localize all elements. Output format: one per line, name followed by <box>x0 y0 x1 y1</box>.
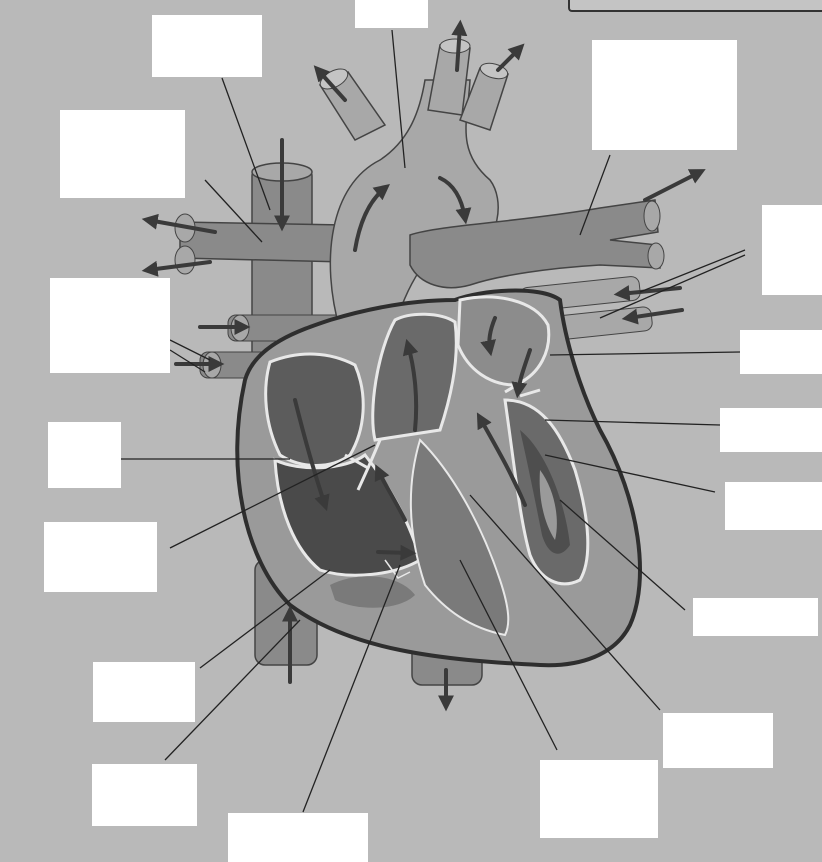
label-box[interactable] <box>48 422 121 488</box>
label-box[interactable] <box>92 764 197 826</box>
lpa-opening-upper <box>644 201 660 231</box>
label-box[interactable] <box>725 482 822 530</box>
label-box[interactable] <box>152 15 262 77</box>
label-box[interactable] <box>592 40 737 150</box>
label-box[interactable] <box>762 205 822 295</box>
label-box[interactable] <box>50 278 170 373</box>
rpa-opening-lower <box>175 246 195 274</box>
right-pulmonary-artery <box>180 222 345 262</box>
label-box[interactable] <box>663 713 773 768</box>
right-atrium <box>266 354 364 465</box>
left-common-carotid <box>428 45 470 115</box>
label-box[interactable] <box>44 522 157 592</box>
label-box[interactable] <box>720 408 822 452</box>
label-box[interactable] <box>93 662 195 722</box>
label-box[interactable] <box>540 760 658 838</box>
label-box[interactable] <box>228 813 368 862</box>
label-box[interactable] <box>740 330 822 374</box>
label-box[interactable] <box>60 110 185 198</box>
carotid-opening <box>440 39 470 53</box>
label-box[interactable] <box>693 598 818 636</box>
lpa-opening-lower <box>648 243 664 269</box>
label-box[interactable] <box>355 0 428 28</box>
